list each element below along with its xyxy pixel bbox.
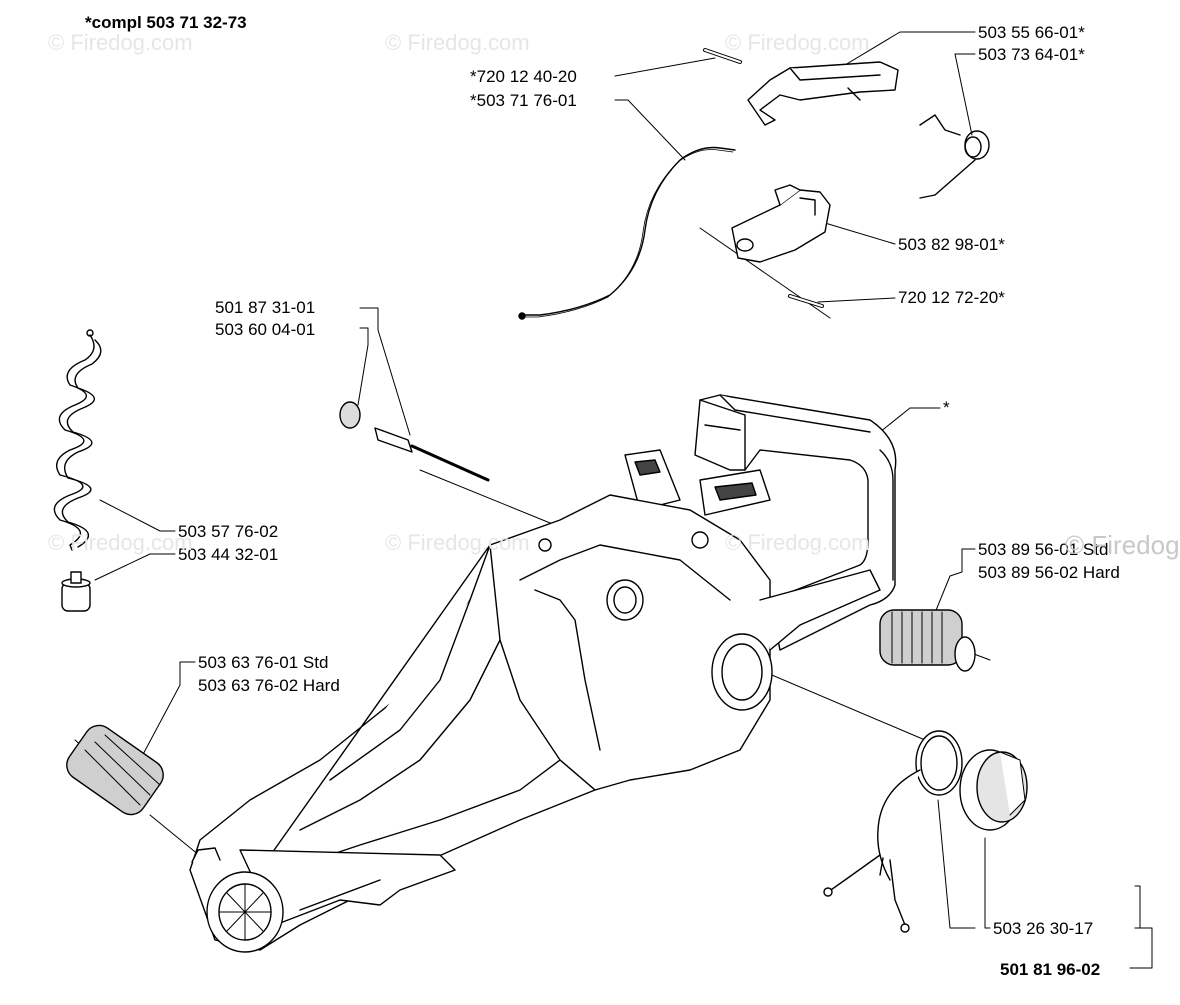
choke-rod xyxy=(339,401,490,482)
fuel-hose-and-filter xyxy=(53,329,102,612)
part-label: 501 81 96-02 xyxy=(1000,960,1100,979)
part-label: 503 44 32-01 xyxy=(178,545,278,564)
watermark: © Firedog.com xyxy=(385,530,530,555)
part-label: 503 89 56-02 Hard xyxy=(978,563,1120,582)
watermark: © Firedog xyxy=(1065,530,1180,560)
av-spring-left xyxy=(66,724,164,816)
part-label: 503 63 76-01 Std xyxy=(198,653,328,672)
throttle-cable xyxy=(518,146,736,320)
rear-handle-housing xyxy=(189,394,897,953)
watermark: © Firedog.com xyxy=(385,30,530,55)
part-label: 503 73 64-01* xyxy=(978,45,1085,64)
part-label: 503 55 66-01* xyxy=(978,23,1085,42)
assembly-note: *compl 503 71 32-73 xyxy=(85,13,247,32)
watermark: © Firedog.com xyxy=(48,530,193,555)
part-label: 503 57 76-02 xyxy=(178,522,278,541)
part-label: 503 60 04-01 xyxy=(215,320,315,339)
throttle-lockout xyxy=(731,184,831,308)
part-label: 501 87 31-01 xyxy=(215,298,315,317)
part-label: *720 12 40-20 xyxy=(470,67,577,86)
part-label: * xyxy=(943,398,950,417)
labels: *compl 503 71 32-73 503 55 66-01* 503 73… xyxy=(85,13,1120,979)
part-label: 720 12 72-20* xyxy=(898,288,1005,307)
trigger-spring xyxy=(919,114,990,199)
throttle-trigger xyxy=(703,48,899,126)
watermark: © Firedog.com xyxy=(725,30,870,55)
part-label: *503 71 76-01 xyxy=(470,91,577,110)
watermark: © Firedog.com xyxy=(48,30,193,55)
part-label: 503 26 30-17 xyxy=(993,919,1093,938)
watermark: © Firedog.com xyxy=(725,530,870,555)
part-label: 503 82 98-01* xyxy=(898,235,1005,254)
part-label: 503 63 76-02 Hard xyxy=(198,676,340,695)
fuel-cap-assembly xyxy=(823,730,1028,933)
av-spring-right xyxy=(879,609,976,672)
part-label: 503 89 56-01 Std xyxy=(978,540,1108,559)
